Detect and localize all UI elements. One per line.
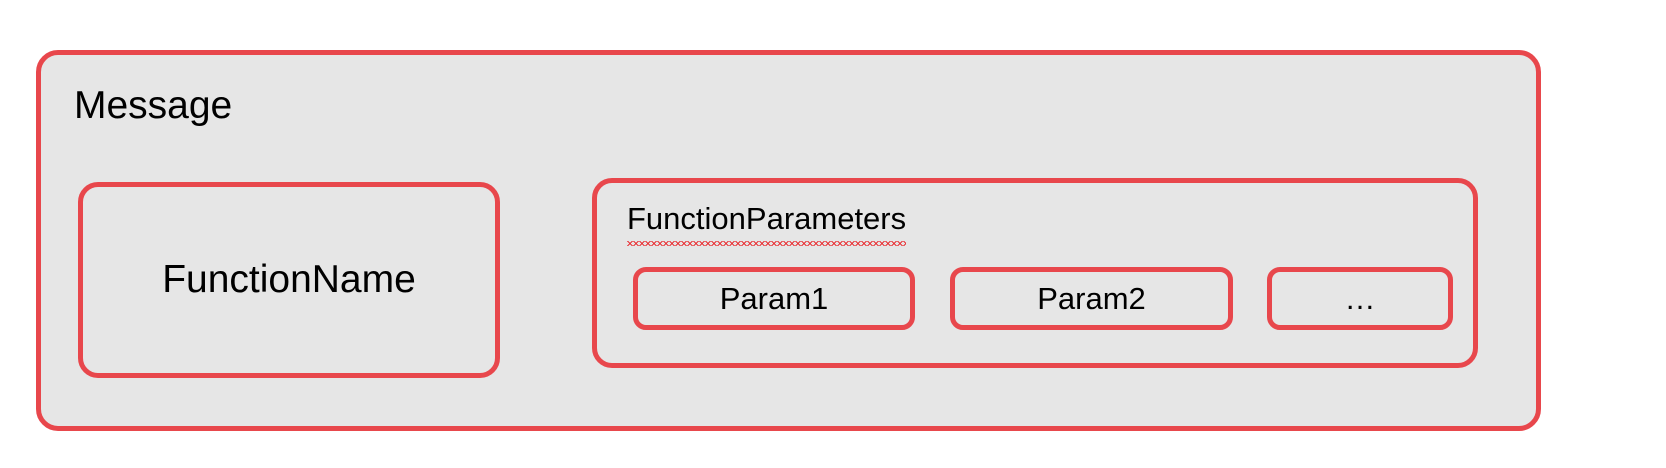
parameter-chip-label: Param2	[1037, 280, 1146, 316]
message-title: Message	[74, 84, 233, 127]
parameter-chip-ellipsis[interactable]: …	[1267, 267, 1453, 330]
parameter-chip-row: Param1 Param2 …	[633, 267, 1453, 330]
spellcheck-squiggle-icon	[627, 239, 907, 247]
parameter-chip-label: Param1	[719, 280, 829, 316]
parameter-chip[interactable]: Param2	[950, 267, 1233, 330]
function-parameters-title: FunctionParameters	[627, 201, 907, 236]
function-name-box[interactable]: FunctionName	[78, 182, 500, 378]
function-name-label: FunctionName	[162, 258, 416, 301]
function-parameters-box[interactable]: FunctionParameters Param1 Param2 …	[592, 178, 1478, 368]
parameter-chip-label: …	[1344, 280, 1376, 316]
parameter-chip[interactable]: Param1	[633, 267, 915, 330]
function-parameters-title-wrap: FunctionParameters	[627, 200, 907, 247]
